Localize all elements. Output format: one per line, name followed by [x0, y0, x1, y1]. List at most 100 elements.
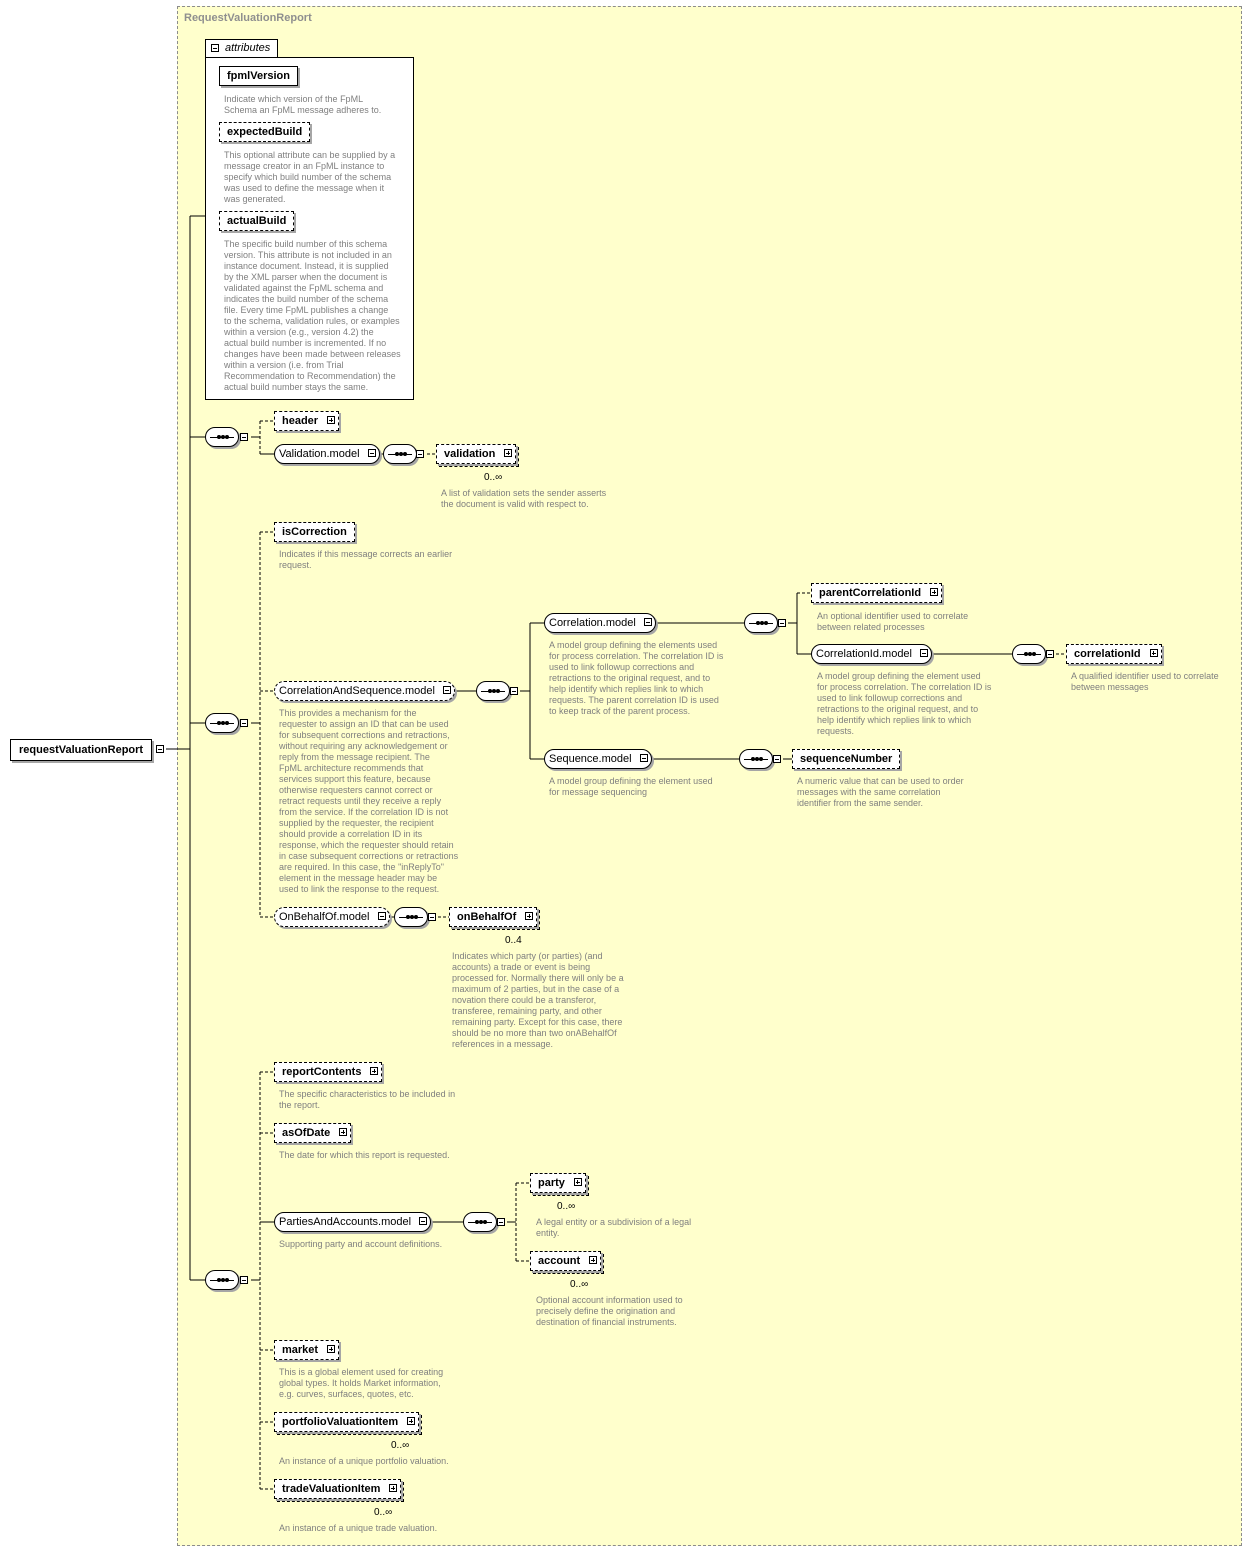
group-correlation-and-sequence-model[interactable]: CorrelationAndSequence.model: [274, 681, 455, 701]
collapse-icon[interactable]: [442, 686, 451, 694]
attributes-label: attributes: [225, 42, 271, 54]
group-validation-model-label: Validation.model: [279, 448, 360, 460]
collapse-icon[interactable]: [428, 913, 436, 921]
collapse-icon[interactable]: [778, 619, 786, 627]
element-account-label: account: [538, 1255, 581, 1267]
collapse-icon[interactable]: [1046, 650, 1054, 658]
attr-expectedBuild[interactable]: expectedBuild: [219, 122, 311, 142]
element-asOfDate-label: asOfDate: [282, 1127, 331, 1139]
collapse-icon[interactable]: [639, 754, 648, 762]
expand-icon[interactable]: [327, 416, 336, 424]
collapse-icon[interactable]: [211, 44, 219, 52]
attr-actualBuild-desc: The specific build number of this schema…: [224, 239, 401, 392]
sequence-compositor-icon[interactable]: [383, 444, 417, 464]
party-desc: A legal entity or a subdivision of a leg…: [536, 1217, 692, 1238]
group-sequence-model-label: Sequence.model: [549, 753, 632, 765]
correlation-model-desc: A model group defining the elements used…: [549, 640, 724, 716]
expand-icon[interactable]: [504, 449, 513, 457]
group-correlation-model-label: Correlation.model: [549, 617, 636, 629]
group-validation-model[interactable]: Validation.model: [274, 444, 380, 464]
collapse-icon[interactable]: [240, 433, 248, 441]
element-parentCorrelationId-label: parentCorrelationId: [819, 587, 922, 599]
sequence-compositor-icon[interactable]: [205, 427, 239, 447]
collapse-icon[interactable]: [419, 1217, 428, 1225]
correlation-and-sequence-desc: This provides a mechanism for the reques…: [279, 708, 459, 894]
expand-icon[interactable]: [389, 1484, 398, 1492]
element-tradeValuationItem[interactable]: tradeValuationItem: [274, 1479, 405, 1502]
asOfDate-desc: The date for which this report is reques…: [279, 1150, 450, 1160]
element-market-label: market: [282, 1344, 319, 1356]
attr-fpmlVersion[interactable]: fpmlVersion: [219, 66, 298, 86]
sequence-compositor-icon[interactable]: [394, 907, 428, 927]
parties-and-accounts-desc: Supporting party and account definitions…: [279, 1239, 443, 1249]
market-desc: This is a global element used for creati…: [279, 1367, 444, 1399]
tradeValuationItem-cardinality: 0..∞: [374, 1507, 393, 1518]
element-sequenceNumber[interactable]: sequenceNumber: [792, 749, 901, 769]
group-parties-and-accounts-model[interactable]: PartiesAndAccounts.model: [274, 1212, 432, 1232]
onBehalfOf-desc: Indicates which party (or parties) (and …: [452, 951, 624, 1049]
expand-icon[interactable]: [930, 588, 939, 596]
group-correlation-model[interactable]: Correlation.model: [544, 613, 656, 633]
sequence-compositor-icon[interactable]: [744, 613, 778, 633]
element-tradeValuationItem-label: tradeValuationItem: [282, 1483, 381, 1495]
element-reportContents-label: reportContents: [282, 1066, 362, 1078]
group-correlationId-model[interactable]: CorrelationId.model: [811, 644, 932, 664]
element-parentCorrelationId[interactable]: parentCorrelationId: [811, 583, 943, 603]
element-account[interactable]: account: [530, 1251, 605, 1274]
expand-icon[interactable]: [525, 912, 534, 920]
group-correlationId-model-label: CorrelationId.model: [816, 648, 912, 660]
sequence-compositor-icon[interactable]: [205, 1270, 239, 1290]
group-onBehalfOf-model[interactable]: OnBehalfOf.model: [274, 907, 390, 927]
element-onBehalfOf[interactable]: onBehalfOf: [449, 907, 541, 930]
collapse-icon[interactable]: [156, 745, 164, 753]
expand-icon[interactable]: [1149, 649, 1158, 657]
collapse-icon[interactable]: [240, 1276, 248, 1284]
attributes-tab[interactable]: attributes: [205, 39, 278, 58]
collapse-icon[interactable]: [240, 719, 248, 727]
sequence-compositor-icon[interactable]: [205, 713, 239, 733]
expand-icon[interactable]: [370, 1067, 379, 1075]
expand-icon[interactable]: [407, 1417, 416, 1425]
element-correlationId[interactable]: correlationId: [1066, 644, 1162, 664]
collapse-icon[interactable]: [416, 450, 424, 458]
attr-fpmlVersion-desc: Indicate which version of the FpML Schem…: [224, 94, 382, 115]
expand-icon[interactable]: [327, 1345, 336, 1353]
attr-actualBuild[interactable]: actualBuild: [219, 211, 295, 231]
element-party-label: party: [538, 1177, 565, 1189]
element-validation-label: validation: [444, 448, 496, 460]
root-element-label: requestValuationReport: [19, 744, 144, 756]
validation-cardinality: 0..∞: [484, 472, 503, 483]
validation-desc: A list of validation sets the sender ass…: [441, 488, 607, 509]
sequence-compositor-icon[interactable]: [1012, 644, 1046, 664]
element-party[interactable]: party: [530, 1173, 589, 1196]
element-reportContents[interactable]: reportContents: [274, 1062, 383, 1082]
element-header[interactable]: header: [274, 411, 340, 431]
expand-icon[interactable]: [589, 1256, 598, 1264]
sequence-compositor-icon[interactable]: [476, 681, 510, 701]
onBehalfOf-cardinality: 0..4: [505, 935, 522, 946]
root-element[interactable]: requestValuationReport: [10, 739, 153, 761]
reportContents-desc: The specific characteristics to be inclu…: [279, 1089, 456, 1110]
group-correlation-and-sequence-model-label: CorrelationAndSequence.model: [279, 685, 435, 697]
sequence-compositor-icon[interactable]: [739, 749, 773, 769]
expand-icon[interactable]: [339, 1128, 348, 1136]
collapse-icon[interactable]: [920, 649, 928, 657]
element-isCorrection[interactable]: isCorrection: [274, 522, 355, 542]
parentCorrelationId-desc: An optional identifier used to correlate…: [817, 611, 969, 632]
collapse-icon[interactable]: [377, 912, 386, 920]
group-sequence-model[interactable]: Sequence.model: [544, 749, 652, 769]
element-market[interactable]: market: [274, 1340, 340, 1360]
sequence-compositor-icon[interactable]: [463, 1212, 497, 1232]
group-onBehalfOf-model-label: OnBehalfOf.model: [279, 911, 370, 923]
tradeValuationItem-desc: An instance of a unique trade valuation.: [279, 1523, 438, 1533]
element-validation[interactable]: validation: [436, 444, 520, 467]
collapse-icon[interactable]: [497, 1218, 505, 1226]
collapse-icon[interactable]: [367, 449, 376, 457]
collapse-icon[interactable]: [643, 618, 652, 626]
element-asOfDate[interactable]: asOfDate: [274, 1123, 352, 1143]
expand-icon[interactable]: [573, 1178, 582, 1186]
element-portfolioValuationItem[interactable]: portfolioValuationItem: [274, 1412, 423, 1435]
party-cardinality: 0..∞: [557, 1201, 576, 1212]
collapse-icon[interactable]: [510, 687, 518, 695]
collapse-icon[interactable]: [773, 755, 781, 763]
